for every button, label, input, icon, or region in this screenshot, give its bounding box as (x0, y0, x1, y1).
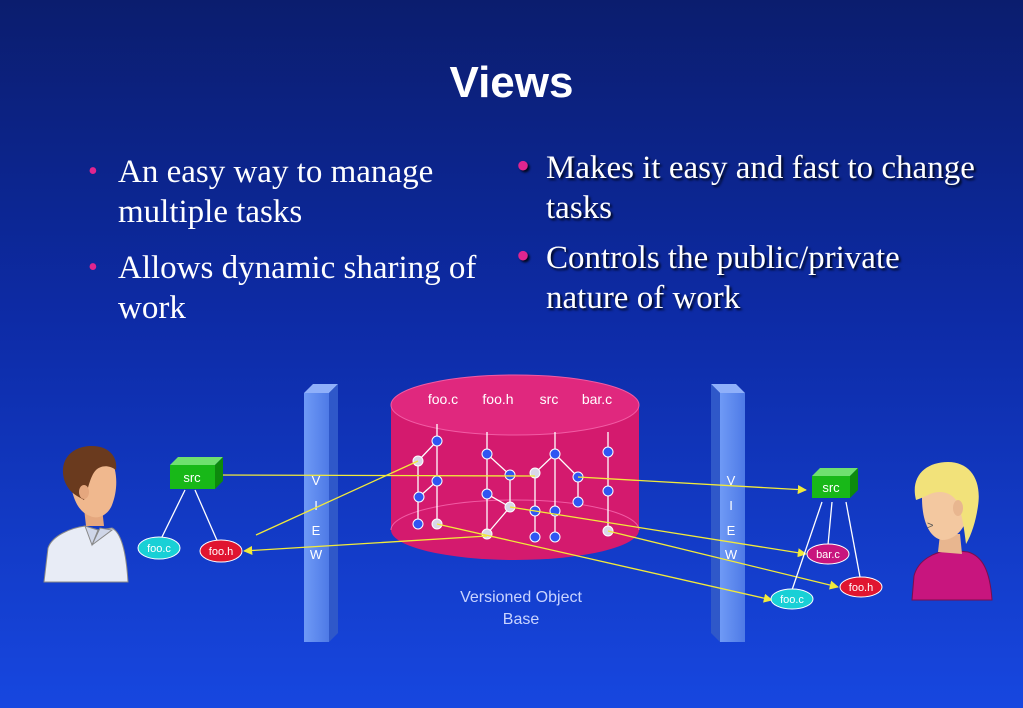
bullet-text: Makes it easy and fast to change tasks (546, 150, 975, 226)
view-letter: E (312, 523, 321, 538)
bullet-item: • An easy way to manage multiple tasks (88, 152, 488, 232)
dir-label: src (183, 470, 201, 485)
left-bullet-list: • An easy way to manage multiple tasks •… (88, 152, 488, 344)
bullet-text: Allows dynamic sharing of work (118, 250, 477, 326)
file-foo-h (199, 539, 243, 563)
file-label: foo.c (147, 543, 171, 555)
view-letter: V (727, 473, 736, 488)
left-file-tree: src foo.c foo.h (137, 457, 243, 563)
person-right-icon: > (911, 462, 993, 601)
bullet-dot-icon: • (88, 156, 98, 187)
bullet-item: • Allows dynamic sharing of work (88, 248, 488, 328)
view-letter: W (310, 547, 323, 562)
view-letter: I (314, 498, 318, 513)
mapping-arrows (214, 460, 839, 603)
db-caption: Base (503, 611, 540, 628)
file-label: foo.c (780, 594, 804, 606)
file-foo-c (137, 536, 181, 560)
bullet-text: Controls the public/private nature of wo… (546, 240, 900, 316)
file-label: foo.h (209, 546, 233, 558)
bullet-text: An easy way to manage multiple tasks (118, 154, 434, 230)
bullet-dot-icon: • (516, 233, 531, 278)
right-file-tree: src bar.c foo.h foo.c (770, 468, 883, 610)
bullet-item: • Controls the public/private nature of … (516, 233, 986, 318)
file-foo-c (770, 588, 814, 610)
view-letter: V (312, 473, 321, 488)
view-bar-left: V I E W (304, 384, 338, 642)
person-left-icon (43, 446, 129, 583)
db-label: foo.c (428, 391, 458, 407)
slide-title: Views (449, 58, 574, 107)
view-letter: E (727, 523, 736, 538)
view-bar-right: V I E W (711, 384, 745, 642)
bullet-dot-icon: • (88, 252, 98, 283)
db-label: foo.h (482, 391, 513, 407)
svg-text:>: > (927, 520, 933, 532)
right-bullet-list: • Makes it easy and fast to change tasks… (516, 143, 986, 328)
versioned-object-base: foo.c foo.h src bar.c (390, 374, 640, 628)
db-label: bar.c (582, 391, 612, 407)
file-bar-c (806, 543, 850, 565)
db-caption: Versioned Object (460, 589, 582, 606)
file-foo-h (839, 576, 883, 598)
file-label: bar.c (816, 549, 840, 561)
view-letter: W (725, 547, 738, 562)
db-label: src (540, 391, 559, 407)
bullet-dot-icon: • (516, 143, 531, 188)
view-letter: I (729, 498, 733, 513)
file-label: foo.h (849, 582, 873, 594)
bullet-item: • Makes it easy and fast to change tasks (516, 143, 986, 228)
dir-label: src (822, 480, 840, 495)
